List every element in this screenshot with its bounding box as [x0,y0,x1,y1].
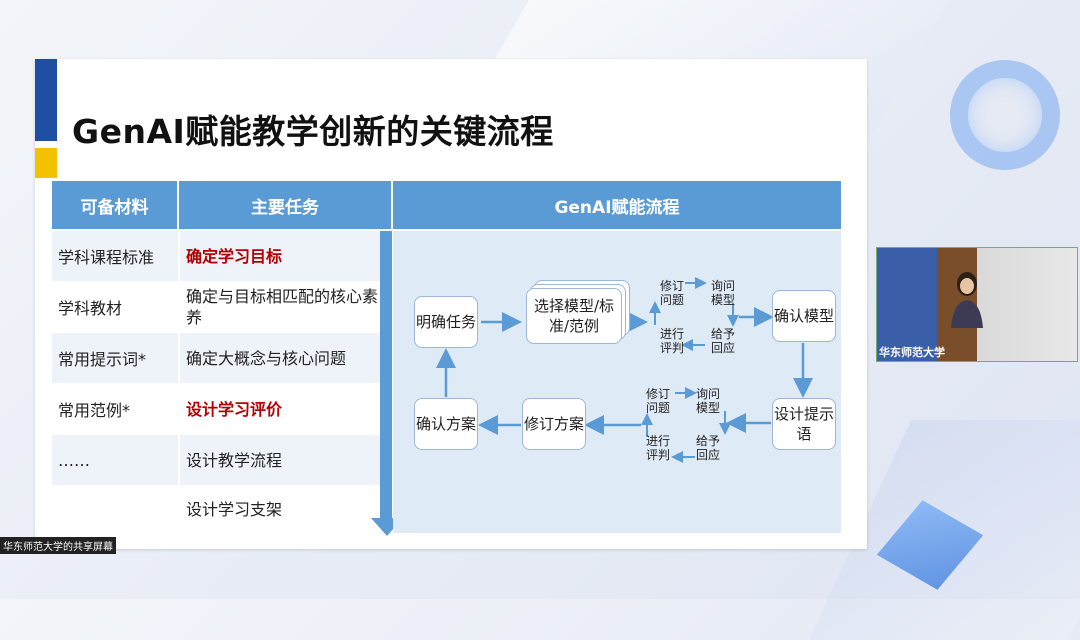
slide-title: GenAI赋能教学创新的关键流程 [72,112,554,151]
cycle-label: 给予回应 [711,327,736,355]
flow-select-model: 选择模型/标准/范例 [526,288,622,344]
task-cell: 设计学习评价 [186,399,283,419]
material-cell: …… [52,435,178,485]
material-cell [52,486,178,532]
cycle-label: 修订问题 [660,279,685,307]
screen-share-label: 华东师范大学的共享屏幕 [0,537,116,554]
material-cell: 学科课程标准 [52,231,178,281]
header-tasks: 主要任务 [179,181,391,229]
task-cell: 设计学习支架 [186,499,283,519]
material-cell: 学科教材 [58,299,123,318]
cycle-label: 询问模型 [711,279,736,307]
cycle-label: 给予回应 [696,434,721,462]
cycle-label: 修订问题 [646,387,671,415]
cycle-label: 进行评判 [660,327,685,355]
flow-clarify-task: 明确任务 [414,296,478,348]
flow-diagram [393,231,841,533]
task-cell: 确定学习目标 [180,231,380,281]
material-cell: 常用范例* [58,401,131,420]
flow-confirm-plan: 确认方案 [414,398,478,450]
header-materials: 可备材料 [52,181,177,229]
webcam-background [877,248,1077,361]
flow-arrows [436,277,813,463]
webcam-label: 华东师范大学 [879,346,945,359]
decorative-ring [950,60,1060,170]
webcam-video[interactable]: 华东师范大学 [876,247,1078,362]
material-cell: 常用提示词* [52,333,178,383]
task-cell: 确定与目标相匹配的核心素养 [186,287,379,327]
flow-design-prompt: 设计提示语 [772,398,836,450]
header-flow: GenAI赋能流程 [393,181,841,229]
flow-revise-plan: 修订方案 [522,398,586,450]
progress-arrow [380,231,392,519]
title-accent-yellow [35,148,57,178]
cycle-label: 询问模型 [696,387,721,415]
speaker-figure [951,272,983,328]
flow-confirm-model: 确认模型 [772,290,836,342]
cycle-label: 进行评判 [646,434,671,462]
task-cell: 设计教学流程 [180,435,380,485]
title-accent-blue [35,59,57,141]
task-cell: 确定大概念与核心问题 [180,333,380,383]
